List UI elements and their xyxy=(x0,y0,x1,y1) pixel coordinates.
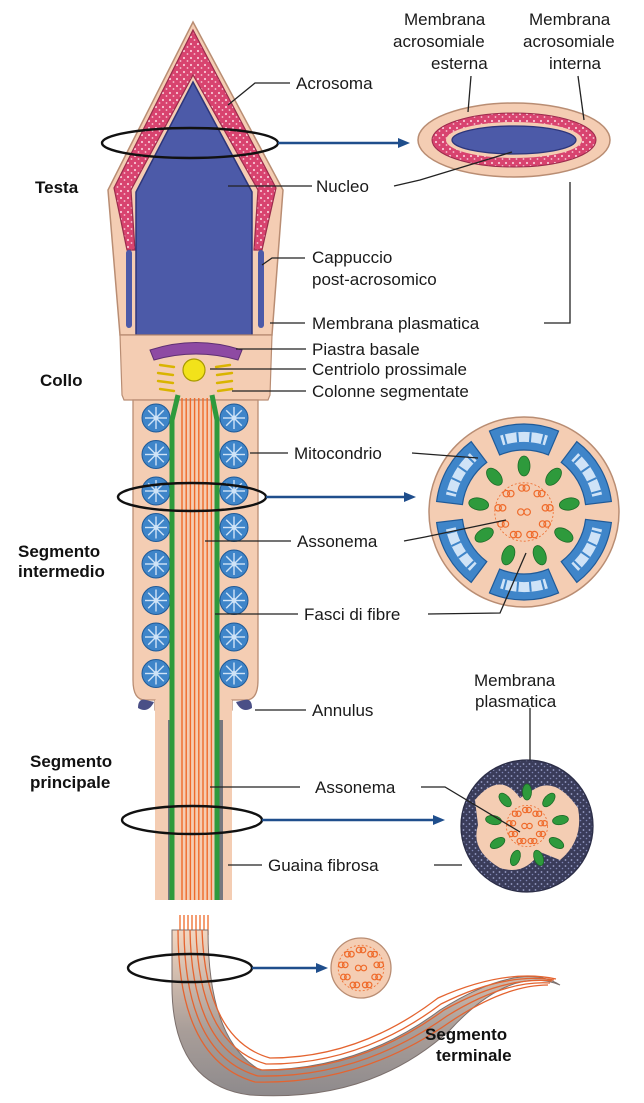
mitochondrion-disc xyxy=(142,514,170,542)
label-terminale-2: terminale xyxy=(436,1046,512,1065)
cross-section-end xyxy=(331,938,391,998)
mitochondrion-core xyxy=(232,452,237,457)
label-acrosome: Acrosoma xyxy=(296,74,373,93)
label-outer-membrane-1: Membrana xyxy=(404,10,486,29)
mitochondrion-disc xyxy=(220,404,248,432)
label-collo: Collo xyxy=(40,371,83,390)
label-segmented-columns: Colonne segmentate xyxy=(312,382,469,401)
sperm-midpiece xyxy=(133,400,258,710)
label-terminale-1: Segmento xyxy=(425,1025,507,1044)
dense-fiber xyxy=(523,784,532,800)
label-proximal-centriole: Centriolo prossimale xyxy=(312,360,467,379)
label-inner-membrane-3: interna xyxy=(549,54,602,73)
mitochondrion-disc xyxy=(142,477,170,505)
mitochondrion-core xyxy=(232,525,237,530)
mitochondrion-core xyxy=(232,598,237,603)
mitochondrion-core xyxy=(154,562,159,567)
label-annulus: Annulus xyxy=(312,701,373,720)
cross-section-midpiece xyxy=(429,417,619,607)
sperm-head xyxy=(108,22,283,335)
label-intermedio-1: Segmento xyxy=(18,542,100,561)
mitochondrion-disc xyxy=(220,550,248,578)
annulus-right xyxy=(236,700,252,710)
label-postacrosomal-1: Cappuccio xyxy=(312,248,392,267)
label-basal-plate: Piastra basale xyxy=(312,340,420,359)
arrow-head-section xyxy=(278,138,410,148)
cross-section-principal xyxy=(461,760,593,892)
mitochondrion-core xyxy=(154,525,159,530)
label-inner-membrane-1: Membrana xyxy=(529,10,611,29)
mitochondrion-disc xyxy=(220,477,248,505)
mitochondrion-disc xyxy=(142,660,170,688)
mitochondrion-core xyxy=(232,635,237,640)
label-fiber-bundles: Fasci di fibre xyxy=(304,605,400,624)
mitochondrion-disc xyxy=(220,514,248,542)
postacrosomal-sheath-left xyxy=(126,250,132,328)
mitochondrion-disc xyxy=(142,623,170,651)
label-plasma-membrane-2a: Membrana xyxy=(474,671,556,690)
mitochondrion-disc xyxy=(142,441,170,469)
label-testa: Testa xyxy=(35,178,79,197)
arrow-principal-section xyxy=(262,815,445,825)
proximal-centriole xyxy=(183,359,205,381)
arrow-midpiece-section xyxy=(266,492,416,502)
mitochondrion-disc xyxy=(142,587,170,615)
mitochondrion-core xyxy=(154,452,159,457)
label-principale-1: Segmento xyxy=(30,752,112,771)
label-mitochondrion: Mitocondrio xyxy=(294,444,382,463)
mitochondrion-core xyxy=(232,416,237,421)
label-outer-membrane-3: esterna xyxy=(431,54,488,73)
mitochondrion-core xyxy=(232,562,237,567)
mitochondrion-core xyxy=(154,416,159,421)
label-fibrous-sheath: Guaina fibrosa xyxy=(268,856,379,875)
label-axoneme: Assonema xyxy=(297,532,378,551)
mitochondrion-crista xyxy=(530,582,531,592)
label-outer-membrane-2: acrosomiale xyxy=(393,32,485,51)
mitochondrion-disc xyxy=(220,660,248,688)
label-principale-2: principale xyxy=(30,773,110,792)
mitochondrion-crista xyxy=(530,432,531,442)
label-intermedio-2: intermedio xyxy=(18,562,105,581)
mitochondrion-disc xyxy=(142,550,170,578)
mitochondrion-disc xyxy=(142,404,170,432)
postacrosomal-sheath-right xyxy=(258,250,264,328)
cross-section-head xyxy=(418,103,610,177)
mitochondrion-core xyxy=(154,489,159,494)
mitochondrion-core xyxy=(232,489,237,494)
mitochondrion-disc xyxy=(220,587,248,615)
mitochondrion-crista xyxy=(517,432,518,442)
label-axoneme-2: Assonema xyxy=(315,778,396,797)
mitochondrion-core xyxy=(154,598,159,603)
arrow-end-section xyxy=(252,963,328,973)
sperm-principal-piece xyxy=(155,700,232,900)
dense-fiber xyxy=(518,456,530,476)
mitochondrion-crista xyxy=(517,582,518,592)
mitochondrion-disc xyxy=(220,623,248,651)
cross-section-nucleus xyxy=(452,126,576,154)
annulus-left xyxy=(138,700,154,710)
mitochondrion-core xyxy=(154,671,159,676)
mitochondrion-core xyxy=(154,635,159,640)
label-plasma-membrane: Membrana plasmatica xyxy=(312,314,480,333)
label-nucleus: Nucleo xyxy=(316,177,369,196)
sperm-neck xyxy=(120,335,272,400)
label-plasma-membrane-2b: plasmatica xyxy=(475,692,557,711)
mitochondrion-disc xyxy=(220,441,248,469)
label-postacrosomal-2: post-acrosomico xyxy=(312,270,437,289)
mitochondrion-core xyxy=(232,671,237,676)
label-inner-membrane-2: acrosomiale xyxy=(523,32,615,51)
